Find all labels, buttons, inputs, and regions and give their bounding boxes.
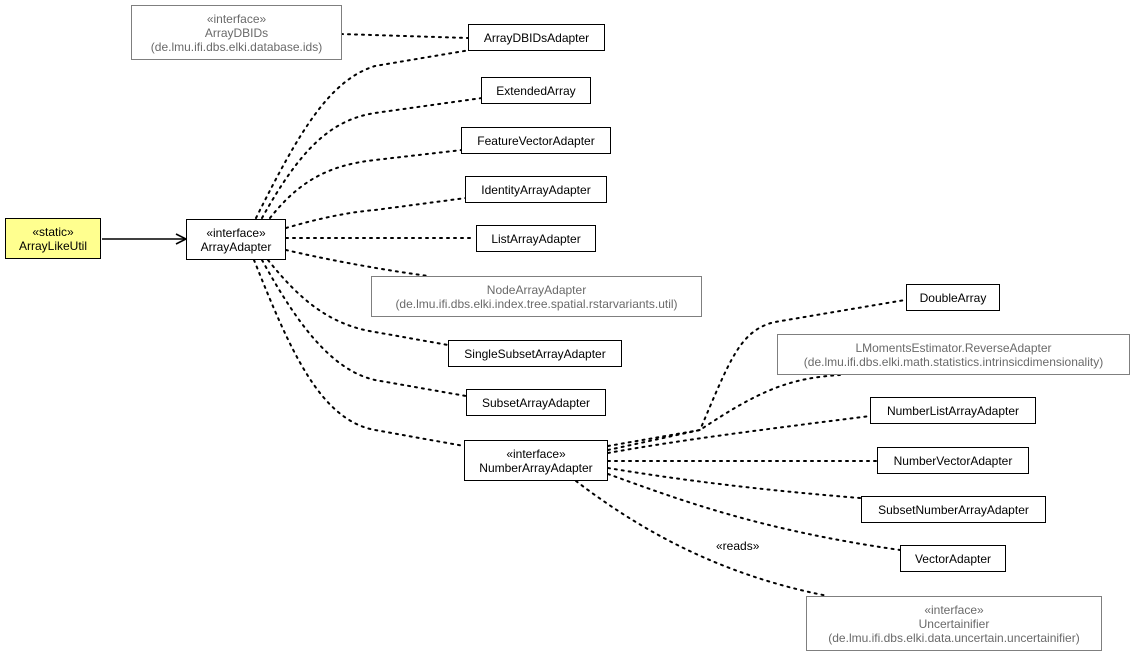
edge-arrayadapter-to-numberarrayadapter xyxy=(253,259,465,447)
class-uncertainifier[interactable]: «interface» Uncertainifier (de.lmu.ifi.d… xyxy=(806,596,1102,651)
edge-numberarrayadapter-to-doublearray xyxy=(607,299,906,447)
edge-numberarrayadapter-to-lmoments xyxy=(607,374,841,451)
edge-arrayadapter-to-subsetarrayadapter xyxy=(261,259,467,397)
class-name: NumberListArrayAdapter xyxy=(886,403,1020,418)
edge-arraydbids-to-arraydbidsadapter xyxy=(340,33,469,39)
stereotype-label: «interface» xyxy=(206,11,267,26)
edge-arrayadapter-to-arraydbidsadapter xyxy=(255,49,471,219)
class-name: SubsetArrayAdapter xyxy=(481,395,591,410)
class-name: NumberVectorAdapter xyxy=(893,453,1013,468)
package-label: (de.lmu.ifi.dbs.elki.database.ids) xyxy=(150,39,323,54)
class-name: ArrayDBIDs xyxy=(204,25,269,40)
stereotype-label: «interface» xyxy=(924,602,984,617)
class-subsetarrayadapter[interactable]: SubsetArrayAdapter xyxy=(466,389,606,416)
edge-arrayadapter-to-extendedarray xyxy=(261,97,483,219)
package-label: (de.lmu.ifi.dbs.elki.math.statistics.int… xyxy=(803,354,1104,369)
edge-arrayadapter-to-featurevectoradapter xyxy=(269,149,463,219)
class-name: IdentityArrayAdapter xyxy=(481,182,591,197)
class-subsetnumberarrayadapter[interactable]: SubsetNumberArrayAdapter xyxy=(861,496,1046,523)
class-arrayadapter[interactable]: «interface» ArrayAdapter xyxy=(186,219,286,260)
class-name: VectorAdapter xyxy=(914,551,992,566)
class-identityarrayadapter[interactable]: IdentityArrayAdapter xyxy=(465,176,607,203)
class-name: Uncertainifier xyxy=(918,616,990,631)
class-arraydbidsadapter[interactable]: ArrayDBIDsAdapter xyxy=(468,24,605,51)
class-name: NodeArrayAdapter xyxy=(486,282,587,297)
class-name: ListArrayAdapter xyxy=(491,231,581,246)
class-name: SingleSubsetArrayAdapter xyxy=(464,346,606,361)
class-arraydbids[interactable]: «interface» ArrayDBIDs (de.lmu.ifi.dbs.e… xyxy=(131,5,342,60)
class-name: SubsetNumberArrayAdapter xyxy=(878,502,1029,517)
edge-arrayadapter-to-singlesubsetarrayadapter xyxy=(267,259,449,346)
class-listarrayadapter[interactable]: ListArrayAdapter xyxy=(476,225,596,252)
class-vectoradapter[interactable]: VectorAdapter xyxy=(900,545,1006,572)
class-doublearray[interactable]: DoubleArray xyxy=(906,284,1000,311)
class-name: FeatureVectorAdapter xyxy=(477,133,595,148)
stereotype-label: «interface» xyxy=(206,225,266,240)
class-name: ExtendedArray xyxy=(496,83,576,98)
class-name: DoubleArray xyxy=(919,290,987,305)
edge-numberarrayadapter-to-numberlistarrayadapter xyxy=(607,415,871,454)
class-name: ArrayLikeUtil xyxy=(18,238,87,253)
class-nodearrayadapter[interactable]: NodeArrayAdapter (de.lmu.ifi.dbs.elki.in… xyxy=(371,276,702,317)
edge-numberarrayadapter-to-subsetnumberarrayadapter xyxy=(607,467,861,499)
class-numberlistarrayadapter[interactable]: NumberListArrayAdapter xyxy=(870,397,1036,424)
class-name: NumberArrayAdapter xyxy=(479,460,593,475)
edge-numberarrayadapter-to-vectoradapter xyxy=(607,473,901,551)
class-extendedarray[interactable]: ExtendedArray xyxy=(481,77,591,104)
edge-numberarrayadapter-to-uncertainifier xyxy=(575,480,829,597)
class-numbervectoradapter[interactable]: NumberVectorAdapter xyxy=(877,447,1029,474)
class-name: ArrayAdapter xyxy=(200,239,272,254)
stereotype-label: «interface» xyxy=(506,446,566,461)
reads-edge-label: «reads» xyxy=(716,539,760,553)
class-numberarrayadapter[interactable]: «interface» NumberArrayAdapter xyxy=(464,440,608,481)
class-lmomentsestimator-reverseadapter[interactable]: LMomentsEstimator.ReverseAdapter (de.lmu… xyxy=(777,334,1130,375)
class-featurevectoradapter[interactable]: FeatureVectorAdapter xyxy=(461,127,611,154)
edge-arrayadapter-to-identityarrayadapter xyxy=(285,197,467,229)
edge-arrayadapter-to-nodearrayadapter xyxy=(285,249,429,277)
class-singlesubsetarrayadapter[interactable]: SingleSubsetArrayAdapter xyxy=(448,340,622,367)
class-name: ArrayDBIDsAdapter xyxy=(483,30,590,45)
class-name: LMomentsEstimator.ReverseAdapter xyxy=(855,340,1052,355)
stereotype-label: «static» xyxy=(32,224,74,239)
package-label: (de.lmu.ifi.dbs.elki.data.uncertain.unce… xyxy=(828,630,1080,645)
package-label: (de.lmu.ifi.dbs.elki.index.tree.spatial.… xyxy=(395,296,678,311)
class-arraylikeutil[interactable]: «static» ArrayLikeUtil xyxy=(5,218,101,259)
